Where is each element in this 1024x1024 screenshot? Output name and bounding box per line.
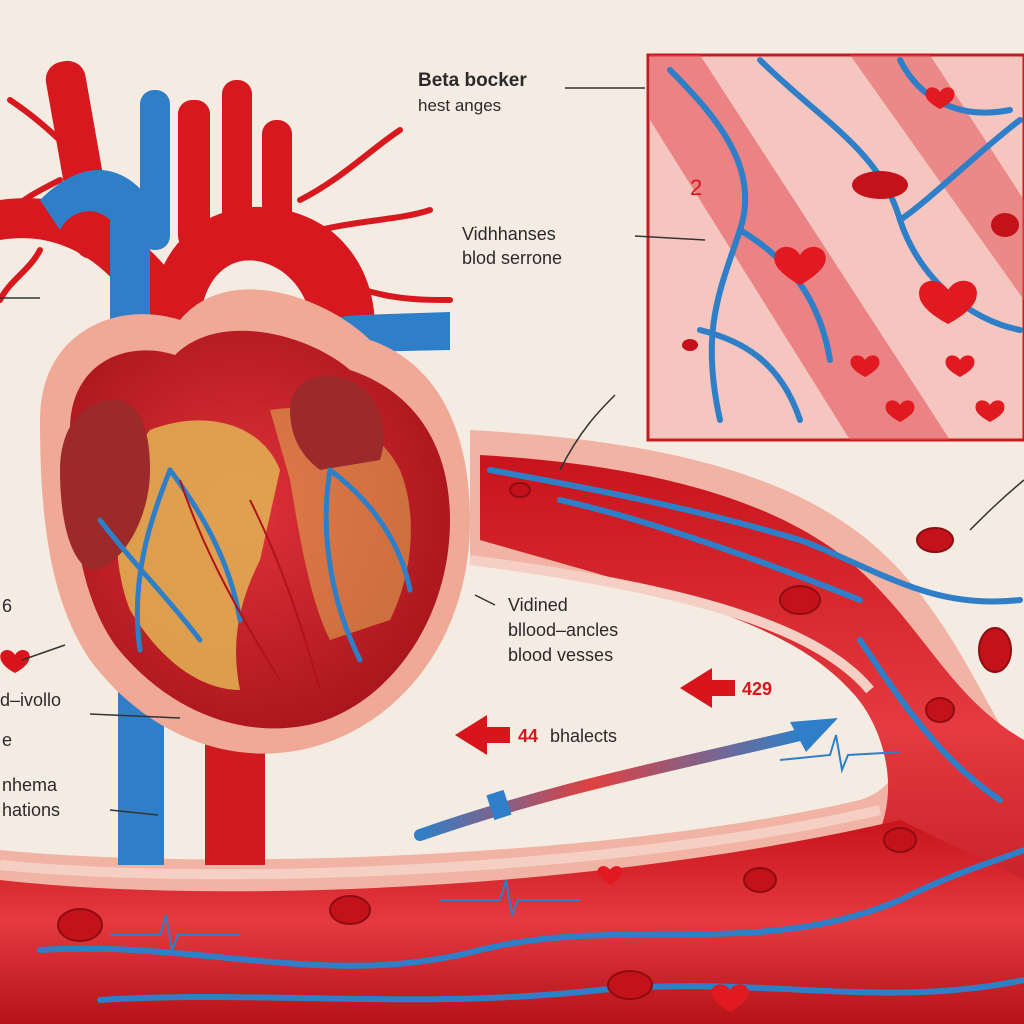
heart-body	[40, 289, 470, 754]
label-value-429: 429	[742, 679, 773, 699]
label-blood-vesses: blood vesses	[508, 645, 614, 665]
coronary-arteries	[179, 479, 321, 691]
pulmonary-artery	[190, 312, 450, 430]
flow-arrow-head	[790, 718, 838, 752]
label-nhema: nhema	[2, 775, 58, 795]
red-arrow-lower	[455, 715, 510, 755]
vessel-heart-icons	[597, 866, 749, 1012]
small-heart-icon	[0, 649, 30, 673]
vessel-veins	[37, 467, 1024, 1003]
label-value-44: 44	[518, 726, 539, 746]
label-blod-serrone: blod serrone	[462, 248, 563, 268]
label-beta-blocker-sub: hest anges	[418, 96, 502, 115]
ecg-lines	[110, 734, 901, 954]
svg-text:2: 2	[690, 175, 702, 200]
label-beta-blocker-title: Beta bocker	[418, 70, 527, 91]
red-arrow-upper	[680, 668, 735, 708]
flow-arrow	[414, 729, 806, 841]
blood-cells	[57, 482, 1012, 1000]
label-bhalects: bhalects	[550, 726, 618, 746]
label-vidhhanses: Vidhhanses	[462, 224, 556, 244]
label-vidined: Vidined	[508, 595, 568, 615]
label-hations: hations	[2, 800, 61, 820]
label-left-6: 6	[2, 596, 13, 616]
inset-view: 2	[646, 53, 1024, 442]
label-d-ivollo: d–ivollo	[0, 690, 62, 710]
label-left-e: e	[2, 730, 13, 750]
leader-lines	[0, 87, 1024, 816]
label-blood-ancles: bllood–ancles	[508, 620, 619, 640]
vena-cava-upper	[40, 170, 150, 330]
